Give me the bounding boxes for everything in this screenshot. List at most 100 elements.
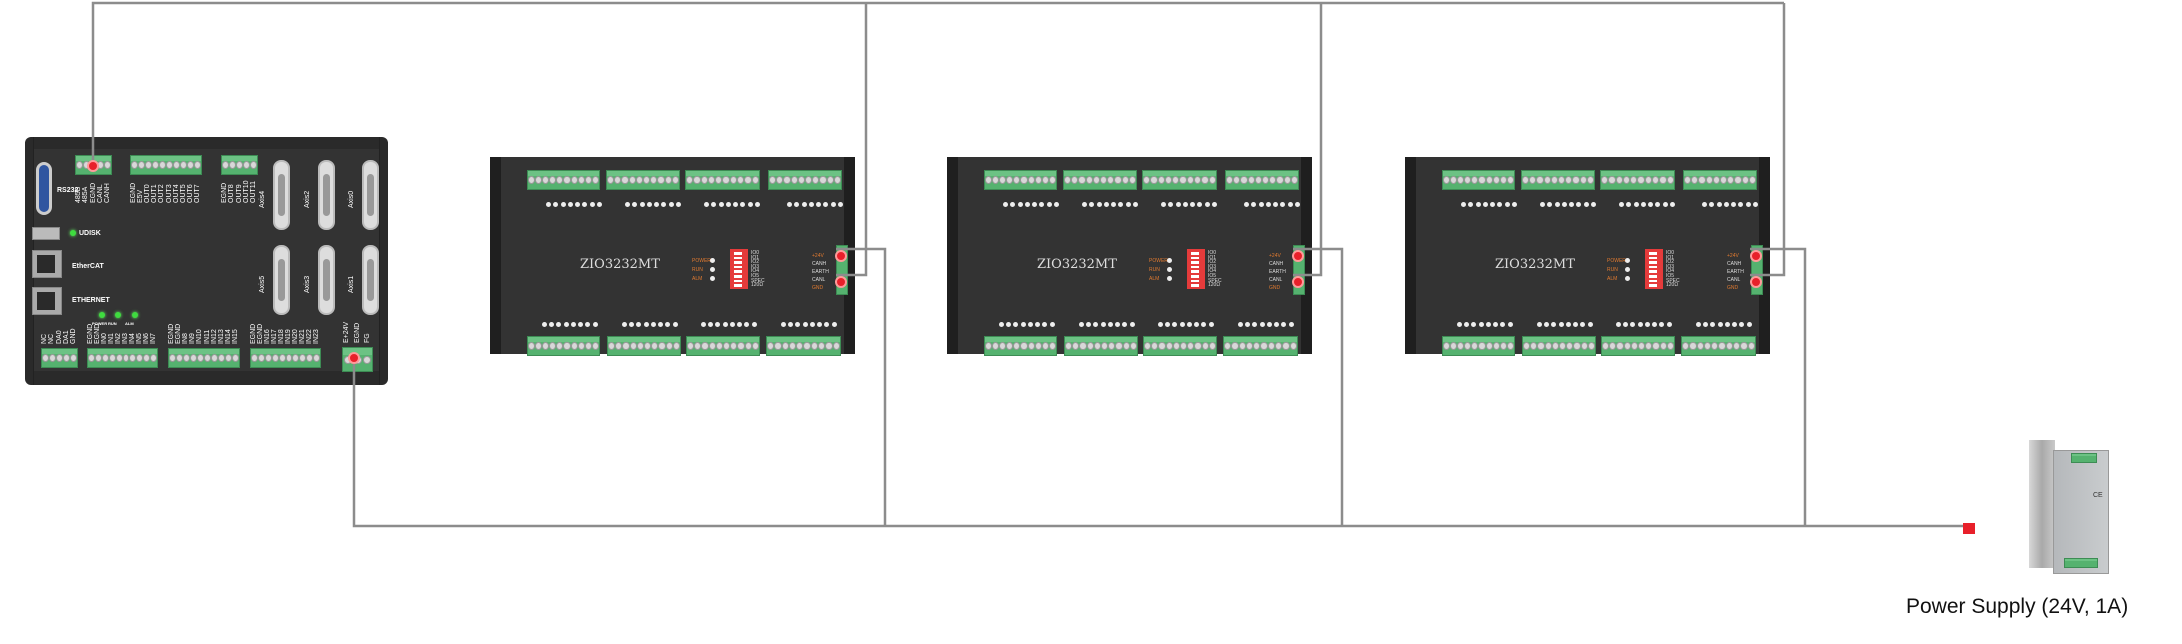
terminal-pin[interactable] — [1450, 176, 1458, 184]
terminal-pin[interactable] — [1691, 176, 1699, 184]
terminal-pin[interactable] — [1006, 176, 1014, 184]
terminal-pin[interactable] — [1558, 176, 1566, 184]
terminal-pin[interactable] — [556, 342, 564, 350]
terminal-pin[interactable] — [577, 342, 585, 350]
ethernet-port[interactable] — [32, 287, 62, 315]
terminal-pin[interactable] — [542, 342, 550, 350]
terminal-pin[interactable] — [1644, 176, 1653, 184]
terminal-pin[interactable] — [1254, 176, 1263, 184]
terminal-pin[interactable] — [644, 342, 652, 350]
terminal-pin[interactable] — [1092, 176, 1101, 184]
terminal-pin[interactable] — [56, 354, 63, 362]
terminal-pin[interactable] — [1282, 342, 1290, 350]
terminal-pin[interactable] — [1253, 342, 1261, 350]
terminal-pin[interactable] — [1086, 342, 1094, 350]
usb-port[interactable] — [32, 227, 60, 240]
terminal-pin[interactable] — [1128, 176, 1137, 184]
terminal-pin[interactable] — [1666, 176, 1674, 184]
terminal-pin[interactable] — [1740, 342, 1748, 350]
terminal-pin[interactable] — [1623, 342, 1631, 350]
terminal-pin[interactable] — [805, 176, 813, 184]
dip-switch-lever[interactable] — [734, 284, 742, 287]
terminal-pin[interactable] — [1157, 176, 1165, 184]
terminal-pin[interactable] — [285, 354, 293, 362]
terminal-pin[interactable] — [1609, 342, 1617, 350]
terminal-pin[interactable] — [194, 161, 201, 169]
terminal-pin[interactable] — [812, 176, 820, 184]
terminal-pin[interactable] — [1269, 176, 1277, 184]
terminal-pin[interactable] — [257, 354, 265, 362]
terminal-pin[interactable] — [1107, 176, 1115, 184]
terminal-pin[interactable] — [1034, 342, 1042, 350]
axis-connector[interactable] — [273, 245, 290, 315]
terminal-pin[interactable] — [63, 354, 70, 362]
dip-switch-lever[interactable] — [1191, 275, 1199, 278]
dip-switch-lever[interactable] — [734, 270, 742, 273]
terminal-pin[interactable] — [1551, 342, 1560, 350]
terminal-pin[interactable] — [665, 342, 673, 350]
terminal-pin[interactable] — [1064, 176, 1072, 184]
terminal-pin[interactable] — [1536, 176, 1544, 184]
terminal-pin[interactable] — [1684, 176, 1692, 184]
terminal-pin[interactable] — [218, 354, 225, 362]
terminal-pin[interactable] — [686, 176, 694, 184]
terminal-pin[interactable] — [1457, 176, 1465, 184]
dip-switch-lever[interactable] — [734, 265, 742, 269]
terminal-pin[interactable] — [1100, 176, 1108, 184]
terminal-pin[interactable] — [1630, 342, 1639, 350]
terminal-pin[interactable] — [1580, 342, 1588, 350]
terminal-pin[interactable] — [658, 342, 666, 350]
terminal-pin[interactable] — [1065, 342, 1073, 350]
terminal-pin[interactable] — [1164, 176, 1173, 184]
terminal-pin[interactable] — [190, 354, 197, 362]
terminal-pin[interactable] — [1696, 342, 1704, 350]
terminal-pin[interactable] — [187, 161, 194, 169]
terminal-pin[interactable] — [243, 161, 250, 169]
terminal-pin[interactable] — [104, 161, 111, 169]
terminal-pin[interactable] — [1659, 176, 1667, 184]
terminal-pin[interactable] — [138, 161, 145, 169]
terminal-pin[interactable] — [1150, 176, 1158, 184]
terminal-pin[interactable] — [687, 342, 695, 350]
terminal-pin[interactable] — [1712, 176, 1721, 184]
terminal-pin[interactable] — [1108, 342, 1116, 350]
terminal-pin[interactable] — [1093, 342, 1102, 350]
terminal-pin[interactable] — [1226, 176, 1234, 184]
terminal-pin[interactable] — [1637, 176, 1645, 184]
terminal-pin[interactable] — [535, 176, 543, 184]
terminal-pin[interactable] — [707, 176, 716, 184]
terminal-pin[interactable] — [1703, 342, 1712, 350]
dip-switch[interactable] — [730, 249, 748, 289]
terminal-pin[interactable] — [225, 354, 232, 362]
terminal-pin[interactable] — [1659, 342, 1667, 350]
terminal-pin[interactable] — [1522, 176, 1530, 184]
terminal-pin[interactable] — [570, 176, 578, 184]
terminal-pin[interactable] — [152, 161, 159, 169]
terminal-pin[interactable] — [1682, 342, 1690, 350]
terminal-pin[interactable] — [769, 176, 777, 184]
terminal-pin[interactable] — [651, 342, 659, 350]
terminal-pin[interactable] — [643, 176, 651, 184]
terminal-pin[interactable] — [1523, 342, 1531, 350]
terminal-pin[interactable] — [774, 342, 782, 350]
terminal-pin[interactable] — [1748, 176, 1757, 184]
terminal-pin[interactable] — [985, 176, 993, 184]
terminal-pin[interactable] — [250, 161, 257, 169]
terminal-pin[interactable] — [49, 354, 56, 362]
terminal-pin[interactable] — [1587, 342, 1596, 350]
terminal-pin[interactable] — [1529, 176, 1537, 184]
terminal-pin[interactable] — [723, 342, 731, 350]
terminal-pin[interactable] — [1078, 176, 1086, 184]
terminal-pin[interactable] — [143, 354, 151, 362]
terminal-pin[interactable] — [650, 176, 658, 184]
terminal-pin[interactable] — [1048, 176, 1056, 184]
terminal-pin[interactable] — [1238, 342, 1246, 350]
terminal-pin[interactable] — [1121, 176, 1129, 184]
terminal-pin[interactable] — [1151, 342, 1159, 350]
terminal-pin[interactable] — [1652, 176, 1660, 184]
dip-switch-lever[interactable] — [734, 256, 742, 260]
terminal-pin[interactable] — [1698, 176, 1706, 184]
dip-switch-lever[interactable] — [1191, 265, 1199, 269]
dip-switch-lever[interactable] — [1649, 270, 1657, 273]
axis-connector[interactable] — [318, 245, 335, 315]
